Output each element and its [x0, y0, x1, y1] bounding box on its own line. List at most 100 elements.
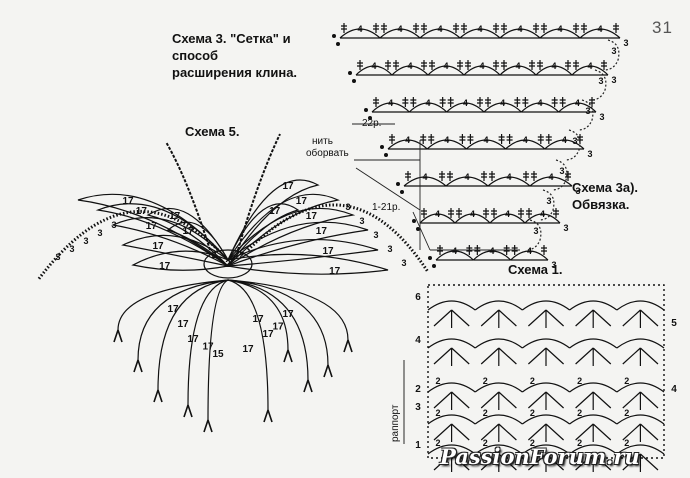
edging-count-label: 3 [598, 76, 603, 86]
mesh-count-label: 4 [540, 209, 545, 219]
edging-scallop [603, 39, 620, 71]
lower-wing-petal [137, 279, 229, 361]
wing-edge-label: 3 [55, 252, 60, 262]
butterfly-body [203, 249, 253, 279]
row-start-dot [396, 182, 400, 186]
petal-count-label: 17 [182, 226, 194, 237]
mesh-double-crochet [493, 60, 499, 70]
mesh-double-crochet [439, 171, 445, 181]
wing-petal [227, 221, 369, 267]
mesh-double-crochet [373, 23, 379, 33]
mesh-double-crochet [573, 60, 579, 70]
mesh-count-label: 4 [388, 98, 393, 108]
shell-arc [427, 414, 476, 425]
shell-arc [522, 338, 570, 349]
wing-petal [95, 203, 229, 267]
row-start-dot [336, 42, 340, 46]
mesh-double-crochet [481, 171, 487, 181]
lower-wing-petal [227, 279, 349, 341]
lower-wing-tip [303, 379, 313, 393]
shell-count-label: 2 [435, 376, 440, 386]
scheme1-rapport-label: раппорт [390, 404, 401, 442]
shell-count-label: 2 [530, 376, 535, 386]
wing-edge-label: 3 [359, 216, 364, 226]
antenna-right [237, 133, 281, 251]
shell-arc [616, 414, 665, 425]
lower-wing-petal [187, 279, 229, 406]
wing-edge-label: 3 [401, 258, 406, 268]
shell-arc [569, 382, 618, 393]
mesh-double-crochet [357, 60, 363, 70]
shell-arc [522, 382, 570, 393]
edging-scallop [577, 99, 594, 131]
petal-count-label: 17 [159, 261, 171, 272]
mesh-arc [489, 213, 526, 224]
mesh-count-label: 4 [515, 61, 520, 71]
shell-arc [616, 338, 665, 349]
mesh-count-label: 4 [483, 135, 488, 145]
row-start-dot [368, 116, 372, 120]
shell-fan [480, 309, 517, 328]
body-count-label: 2 [239, 250, 244, 260]
body-count-label: 2 [211, 250, 216, 260]
row-start-dot [400, 190, 404, 194]
lower-petal-count-label: 17 [242, 344, 254, 355]
row-start-dot [332, 34, 336, 38]
mesh-count-label: 4 [422, 172, 427, 182]
mesh-double-crochet [581, 23, 587, 33]
shell-arc [569, 300, 618, 311]
edging-scallop [551, 159, 568, 191]
mesh-double-crochet [421, 208, 427, 218]
shell-fan [527, 309, 565, 328]
mesh-double-crochet [537, 60, 543, 70]
pointer-lines [352, 123, 520, 251]
shell-arc [474, 338, 523, 349]
row-number-label: 2 [415, 384, 421, 395]
mesh-double-crochet [565, 171, 571, 181]
mesh-count-label: 4 [464, 172, 469, 182]
scheme5-title: Схема 5. [185, 124, 240, 139]
mesh-count-label: 4 [597, 24, 602, 34]
shell-arc [616, 382, 665, 393]
edging-count-label: 3 [611, 46, 616, 56]
shell-arc [616, 300, 665, 311]
shell-arc [522, 414, 570, 425]
shell-fan [622, 453, 659, 472]
mesh-double-crochet [421, 23, 427, 33]
mesh-double-crochet [456, 208, 462, 218]
mesh-double-crochet [405, 171, 411, 181]
mesh-double-crochet [531, 171, 537, 181]
shell-count-label: 2 [577, 408, 582, 418]
mesh-count-label: 4 [523, 135, 528, 145]
shell-count-label: 2 [435, 438, 440, 448]
mesh-arc [524, 213, 561, 224]
shell-fan [527, 453, 565, 472]
mesh-double-crochet [459, 134, 466, 144]
shell-fan [622, 309, 659, 328]
shell-fan [575, 423, 612, 442]
petal-count-label: 17 [282, 181, 294, 192]
mesh-count-label: 4 [527, 246, 532, 256]
lower-wing-tip [283, 349, 293, 363]
lower-petal-count-label: 17 [177, 319, 189, 330]
mesh-arc [465, 139, 507, 150]
shell-fan [622, 391, 659, 410]
mesh-count-label: 4 [517, 24, 522, 34]
wing-petal [131, 250, 229, 271]
mesh-count-label: 4 [562, 135, 567, 145]
mesh-double-crochet [428, 134, 435, 144]
shell-arc [474, 414, 523, 425]
mesh-arc [558, 102, 597, 113]
mesh-double-crochet [477, 97, 483, 107]
mesh-double-crochet [453, 23, 459, 33]
mesh-arc [427, 65, 465, 76]
mesh-double-crochet [506, 134, 513, 144]
shell-count-label: 2 [483, 438, 488, 448]
mesh-count-label: 4 [435, 209, 440, 219]
mesh-arc [391, 65, 429, 76]
mesh-count-label: 4 [548, 172, 553, 182]
wing-petal [110, 217, 229, 267]
lower-wing-petal [207, 279, 229, 421]
mesh-double-crochet [573, 23, 579, 33]
mesh-arc [535, 65, 573, 76]
